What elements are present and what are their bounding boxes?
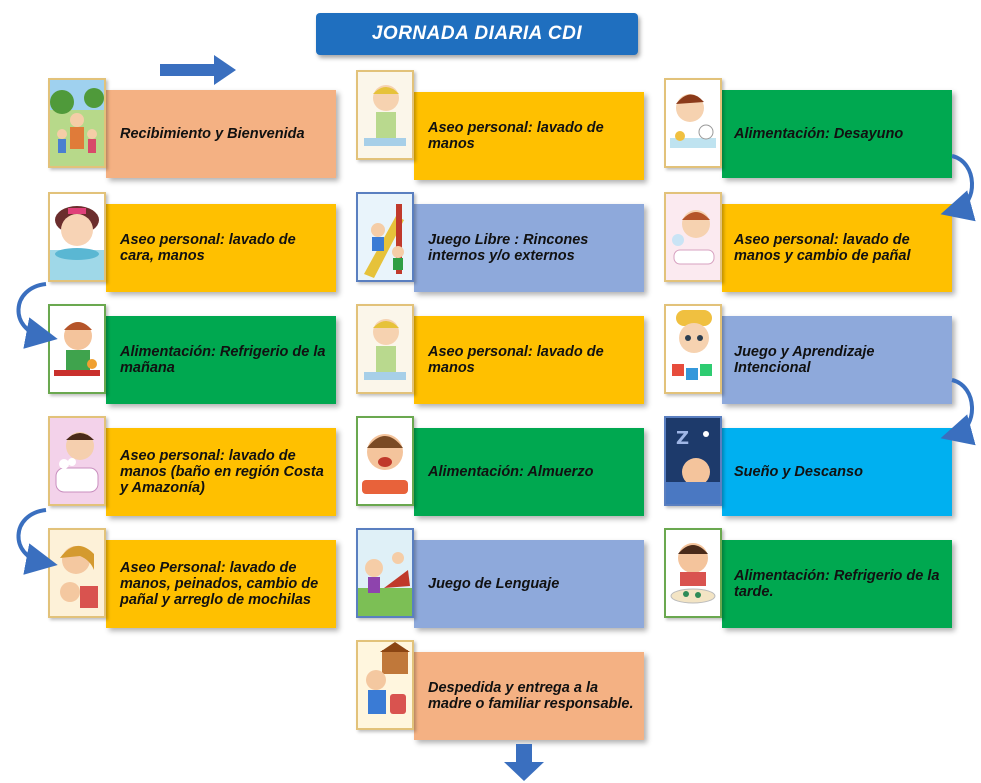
step-card-aseo-peinados: Aseo Personal: lavado de manos, peinados… [46, 528, 348, 632]
step-label: Alimentación: Refrigerio de la mañana [106, 316, 336, 404]
child-handwash-icon [356, 304, 414, 394]
step-card-almuerzo: Alimentación: Almuerzo [354, 416, 656, 520]
child-snack-icon [664, 528, 722, 618]
child-breakfast-icon [664, 78, 722, 168]
step-card-desayuno: Alimentación: Desayuno [662, 78, 964, 182]
step-label: Recibimiento y Bienvenida [106, 90, 336, 178]
flow-arrow-curve [16, 282, 58, 349]
flow-arrow-curve [940, 378, 976, 446]
step-label: Aseo Personal: lavado de manos, peinados… [106, 540, 336, 628]
flow-arrow-end [504, 744, 544, 781]
step-card-sueno: Sueño y Descanso Z [662, 416, 964, 520]
step-label: Aseo personal: lavado de cara, manos [106, 204, 336, 292]
step-card-aseo-bano: Aseo personal: lavado de manos (baño en … [46, 416, 348, 520]
step-label: Despedida y entrega a la madre o familia… [414, 652, 644, 740]
flow-arrow-start [160, 55, 236, 85]
child-blocks-icon [664, 304, 722, 394]
step-label: Alimentación: Desayuno [722, 90, 952, 178]
step-card-juego-libre: Juego Libre : Rincones internos y/o exte… [354, 192, 656, 296]
step-label: Alimentación: Refrigerio de la tarde. [722, 540, 952, 628]
svg-text:Z: Z [676, 428, 689, 449]
step-label: Aseo personal: lavado de manos y cambio … [722, 204, 952, 292]
step-label: Juego Libre : Rincones internos y/o exte… [414, 204, 644, 292]
step-card-despedida: Despedida y entrega a la madre o familia… [354, 640, 656, 744]
children-talking-icon [356, 528, 414, 618]
slide-playground-icon [356, 192, 414, 282]
flow-arrow-curve [940, 154, 976, 222]
baby-diaper-icon [664, 192, 722, 282]
step-label: Alimentación: Almuerzo [414, 428, 644, 516]
step-label: Aseo personal: lavado de manos [414, 316, 644, 404]
page-title: JORNADA DIARIA CDI [316, 13, 638, 55]
step-card-lavado-manos-2: Aseo personal: lavado de manos [354, 304, 656, 408]
child-bathing-icon [48, 416, 106, 506]
children-park-icon [48, 78, 106, 168]
step-card-juego-lenguaje: Juego de Lenguaje [354, 528, 656, 632]
step-card-aseo-cara: Aseo personal: lavado de cara, manos [46, 192, 348, 296]
step-label: Sueño y Descanso [722, 428, 952, 516]
child-handwash-icon [356, 70, 414, 160]
step-card-recibimiento: Recibimiento y Bienvenida [46, 78, 348, 182]
step-card-refrigerio-tarde: Alimentación: Refrigerio de la tarde. [662, 528, 964, 632]
step-label: Juego de Lenguaje [414, 540, 644, 628]
step-card-juego-aprendizaje: Juego y Aprendizaje Intencional [662, 304, 964, 408]
step-label: Aseo personal: lavado de manos (baño en … [106, 428, 336, 516]
child-eating-icon [48, 304, 106, 394]
girl-washing-face-icon [48, 192, 106, 282]
step-card-refrigerio-manana: Alimentación: Refrigerio de la mañana [46, 304, 348, 408]
step-label: Juego y Aprendizaje Intencional [722, 316, 952, 404]
flow-arrow-curve [16, 508, 58, 575]
step-card-cambio-panal: Aseo personal: lavado de manos y cambio … [662, 192, 964, 296]
child-lunch-icon [356, 416, 414, 506]
child-sleeping-icon: Z [664, 416, 722, 506]
step-label: Aseo personal: lavado de manos [414, 92, 644, 180]
step-card-lavado-manos-1: Aseo personal: lavado de manos [354, 70, 656, 180]
child-backpack-icon [356, 640, 414, 730]
